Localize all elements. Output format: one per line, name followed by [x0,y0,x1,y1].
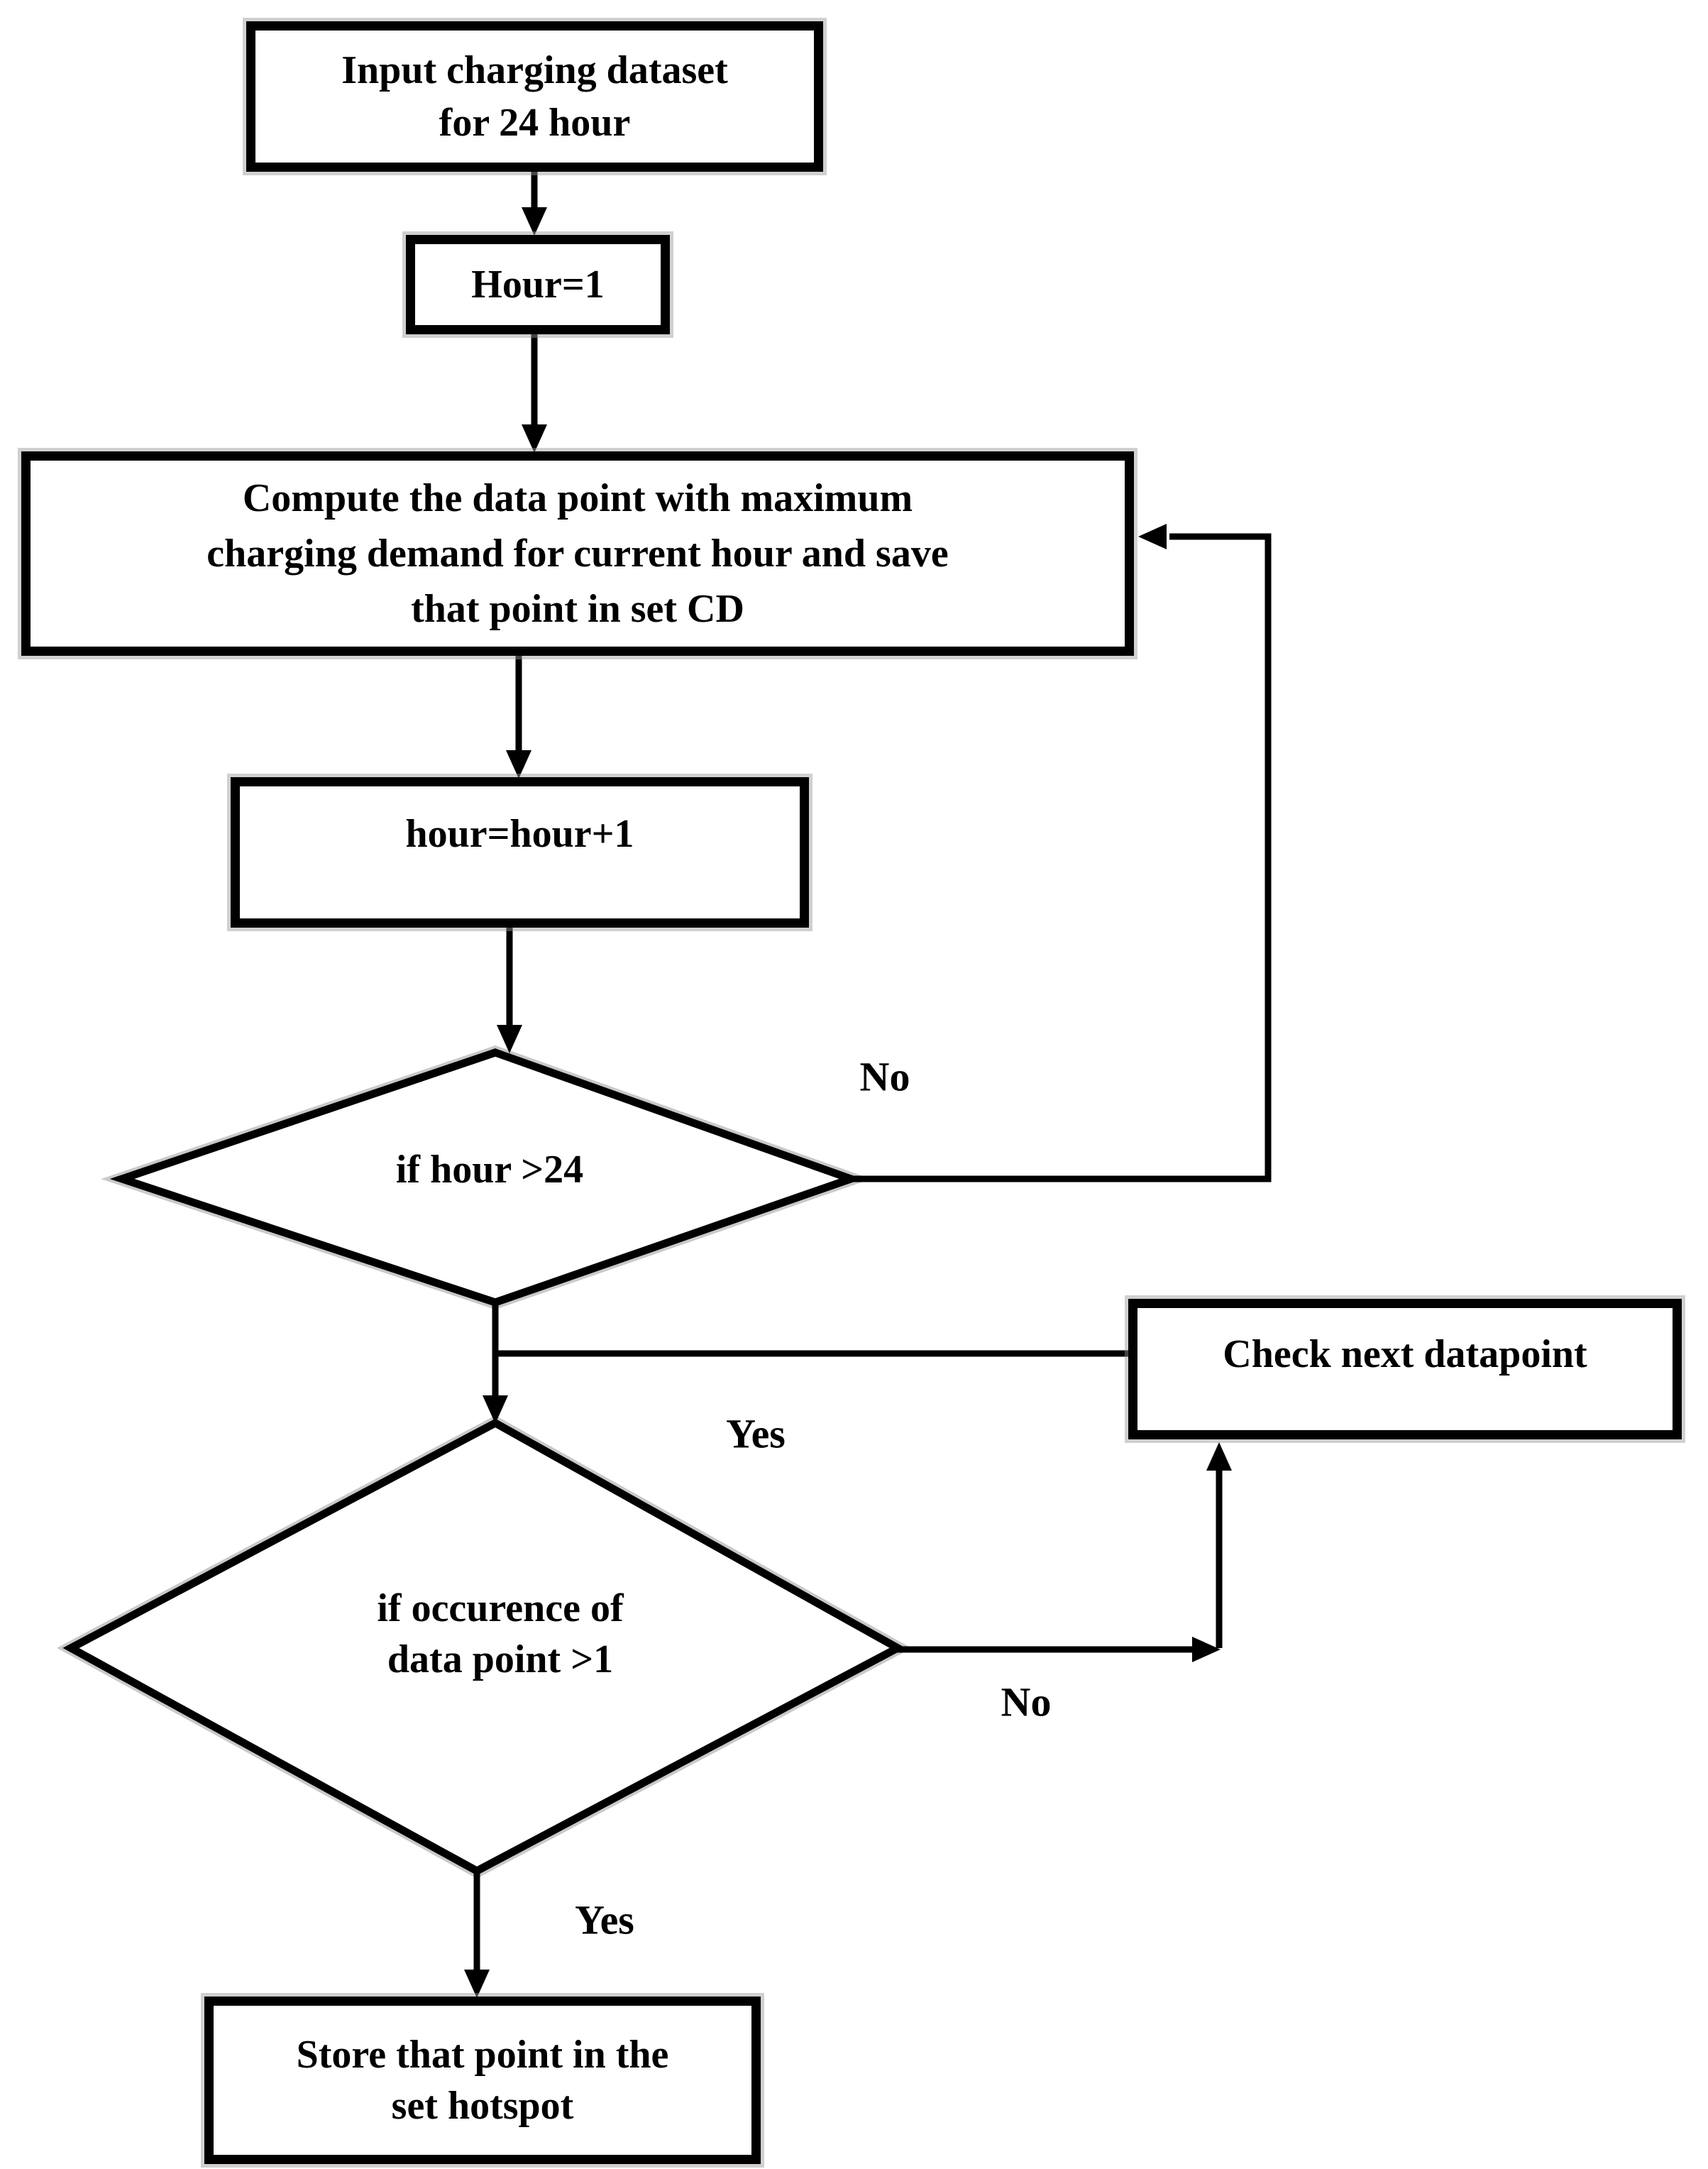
node-hour-init: Hour=1 [406,235,670,334]
arrowhead-to-store [464,1970,490,1998]
node-input-dataset-line1: Input charging dataset [341,48,728,92]
arrowhead-input-to-hourinit [522,207,547,236]
arrowhead-to-decisionoccurrence [483,1395,508,1424]
arrowhead-increment-to-decisionhour [497,1025,522,1053]
decision-occurrence-label: if occurence of data point >1 [377,1583,623,1685]
node-hour-init-label: Hour=1 [471,263,605,307]
node-store-hotspot-line1: Store that point in the [296,2033,669,2077]
node-compute-line1: Compute the data point with maximum [242,476,913,520]
node-check-next-datapoint-label: Check next datapoint [1223,1332,1587,1376]
decision-occurrence-line1: if occurence of [377,1586,624,1630]
node-compute-line2: charging demand for current hour and sav… [206,532,949,576]
edge-label-hour-no: No [859,1053,910,1100]
edge-label-hour-yes: Yes [726,1410,786,1457]
edge-decisionhour-no-loop [851,533,1272,1182]
arrowhead-compute-to-increment [506,750,531,779]
edge-label-occurrence-no: No [1001,1679,1052,1725]
node-store-hotspot-line2: set hotspot [391,2084,574,2128]
arrowhead-no-loop-to-compute [1138,524,1167,549]
node-compute-max-demand: Compute the data point with maximum char… [21,451,1134,656]
node-compute-line3: that point in set CD [411,587,744,631]
node-input-dataset: Input charging dataset for 24 hour [246,21,823,172]
decision-occurrence-line2: data point >1 [387,1637,614,1681]
node-hour-increment: hour=hour+1 [231,777,809,928]
node-store-hotspot: Store that point in the set hotspot [204,1997,761,2164]
edge-label-occurrence-yes: Yes [575,1896,634,1943]
arrowhead-riser-to-checknext [1206,1442,1232,1471]
node-hour-increment-label: hour=hour+1 [405,812,634,856]
node-check-next-datapoint: Check next datapoint [1128,1299,1682,1439]
decision-hour-label: if hour >24 [395,1148,584,1192]
arrowhead-no-to-riser [1192,1637,1221,1662]
node-input-dataset-line2: for 24 hour [439,101,631,145]
arrowhead-hourinit-to-compute [522,424,547,453]
